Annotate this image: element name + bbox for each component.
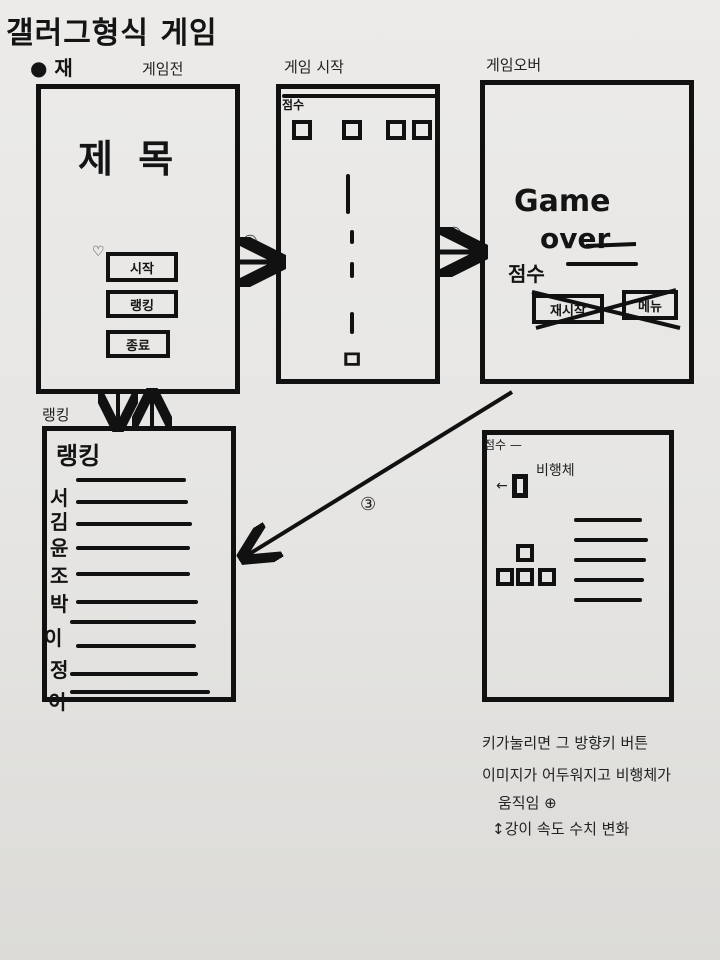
controls-line-4 xyxy=(574,578,644,582)
key-right-icon[interactable] xyxy=(538,568,556,586)
ranking-name-3: 윤 xyxy=(50,536,69,560)
enemy-3 xyxy=(386,120,406,140)
ranking-name-2: 김 xyxy=(50,510,69,534)
ranking-line-9 xyxy=(70,672,198,676)
ranking-name-5: 박 xyxy=(50,592,69,616)
screen-controls xyxy=(482,430,674,702)
over-underline xyxy=(585,242,637,248)
final-score-label: 점수 xyxy=(508,262,545,286)
enemy-2 xyxy=(342,120,362,140)
note-line-4: ↕강이 속도 수치 변화 xyxy=(492,820,630,838)
ranking-line-5 xyxy=(76,572,190,576)
enemy-1 xyxy=(292,120,312,140)
label-ranking: 랭킹 xyxy=(42,406,70,424)
subtitle-mark: ● 재 xyxy=(30,56,73,80)
step-3-mark: ③ xyxy=(360,494,377,515)
note-line-3: 움직임 ⊕ xyxy=(498,794,557,812)
enemy-4 xyxy=(412,120,432,140)
note-line-1: 키가눌리면 그 방향키 버튼 xyxy=(482,734,649,752)
plane-icon xyxy=(512,474,528,498)
ranking-line-10 xyxy=(70,690,210,694)
title-heading: 제 목 xyxy=(78,137,180,181)
top-bar-line xyxy=(282,94,440,98)
ranking-name-6: 이 xyxy=(44,626,63,650)
start-button[interactable]: 시작 xyxy=(106,252,178,282)
controls-line-5 xyxy=(574,598,642,602)
score-underline xyxy=(566,262,638,266)
ranking-name-7: 정 xyxy=(50,658,69,682)
ranking-line-8 xyxy=(76,644,196,648)
note-line-2: 이미지가 어두워지고 비행체가 xyxy=(482,766,671,784)
over-text: over xyxy=(540,222,611,255)
player-ship: ㅁ xyxy=(340,346,364,376)
ranking-name-1: 서 xyxy=(50,486,69,510)
key-down-icon[interactable] xyxy=(516,568,534,586)
key-up-icon[interactable] xyxy=(516,544,534,562)
ranking-button[interactable]: 랭킹 xyxy=(106,290,178,318)
game-text: Game xyxy=(514,184,611,219)
bullet-1 xyxy=(346,174,350,214)
label-over: 게임오버 xyxy=(486,56,542,74)
bullet-3 xyxy=(350,262,354,278)
controls-line-1 xyxy=(574,518,642,522)
menu-cross-out xyxy=(531,288,681,330)
screen-game-start xyxy=(276,84,440,384)
quit-button[interactable]: 종료 xyxy=(106,330,170,358)
ranking-name-4: 조 xyxy=(50,564,69,588)
controls-line-3 xyxy=(574,558,646,562)
ranking-line-3 xyxy=(76,522,192,526)
ranking-heading: 랭킹 xyxy=(56,442,101,470)
ranking-line-1 xyxy=(76,478,186,482)
left-arrow-label: ← xyxy=(496,478,508,494)
ranking-line-6 xyxy=(76,600,198,604)
score-label: 점수 xyxy=(282,98,305,112)
bullet-2 xyxy=(350,230,354,244)
ranking-name-8: 이 xyxy=(48,690,67,714)
label-before: 게임전 xyxy=(142,60,184,78)
ranking-line-4 xyxy=(76,546,190,550)
plane-label: 비행체 xyxy=(536,463,575,479)
label-start: 게임 시작 xyxy=(284,58,344,76)
pointer-mark: ♡ xyxy=(92,244,105,260)
bullet-4 xyxy=(350,312,354,334)
controls-line-2 xyxy=(574,538,648,542)
controls-top-label: 점수 — xyxy=(484,438,522,452)
ranking-line-7 xyxy=(70,620,196,624)
key-left-icon[interactable] xyxy=(496,568,514,586)
page-title: 갤러그형식 게임 xyxy=(6,16,218,51)
ranking-line-2 xyxy=(76,500,188,504)
arrow-over-to-ranking xyxy=(246,390,514,556)
